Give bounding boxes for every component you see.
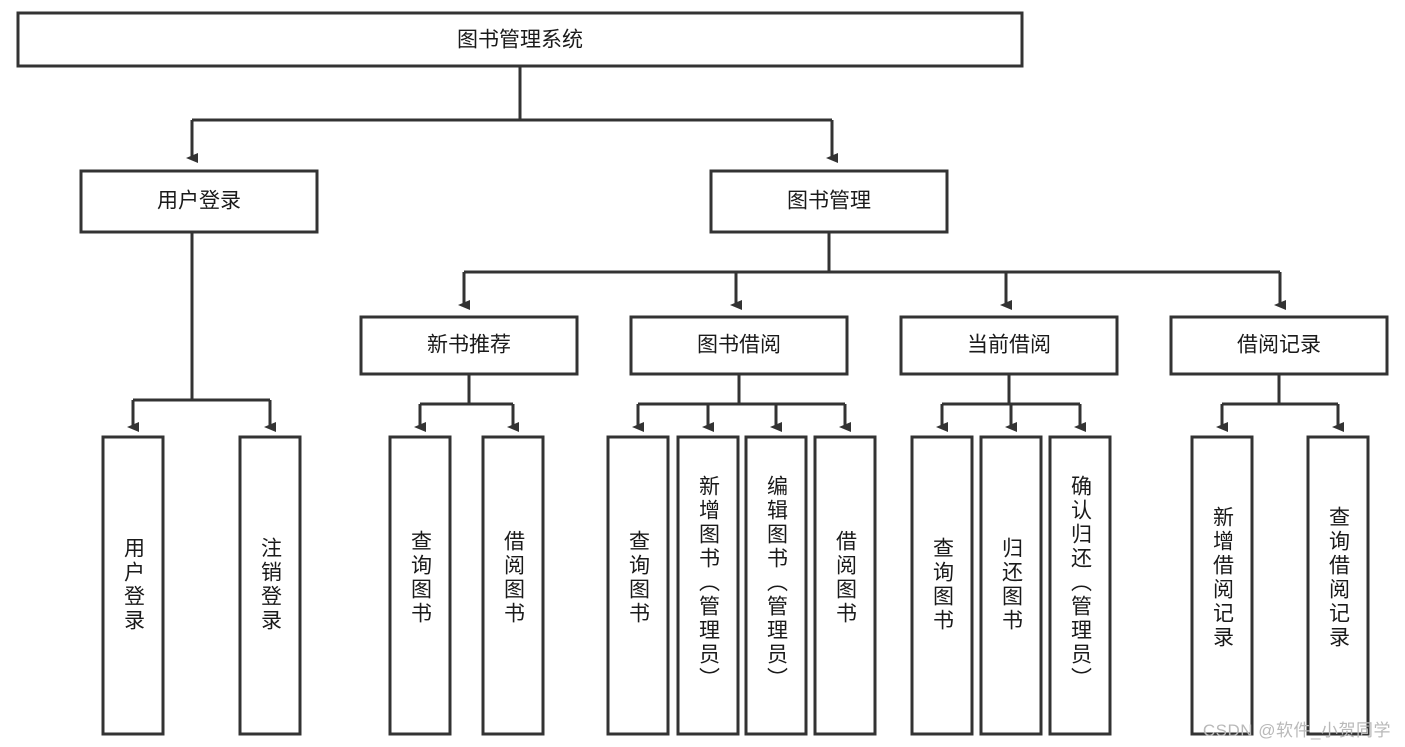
leaf-query-book-3-box [910,435,974,736]
leaf-return-book[interactable]: 归还图书 [979,435,1043,736]
node-borrow-record[interactable]: 借阅记录 [1169,315,1389,376]
node-user-login[interactable]: 用户登录 [79,169,319,234]
node-borrow-record-label: 借阅记录 [1237,334,1321,357]
node-book-manage-box [709,169,949,234]
leaf-logout-login-label: 注销登录 [259,537,283,633]
csdn-watermark: CSDN @软件_小贺同学 [1202,721,1391,740]
leaf-add-book[interactable]: 新增图书（管理员） [676,435,740,736]
edges-current-borrow-to-leaves [936,374,1086,432]
leaf-query-book-3-label: 查询图书 [931,537,955,633]
leaf-add-book-box [676,435,740,736]
leaf-return-book-box [979,435,1043,736]
edges-book-borrow-to-leaves [632,374,851,432]
leaf-user-login-label: 用户登录 [122,537,146,633]
node-book-manage-label: 图书管理 [787,190,871,213]
edges-new-book-recommend-to-leaves [414,374,519,432]
node-user-login-label: 用户登录 [157,190,241,213]
edges-root-to-level1 [186,66,838,163]
leaf-user-login[interactable]: 用户登录 [101,435,165,736]
node-root-label: 图书管理系统 [457,29,583,52]
leaf-query-record[interactable]: 查询借阅记录 [1306,435,1370,736]
leaf-borrow-book-1[interactable]: 借阅图书 [481,435,545,736]
leaf-query-book-2-label: 查询图书 [627,530,651,626]
node-current-borrow[interactable]: 当前借阅 [899,315,1119,376]
leaf-borrow-book-2-box [813,435,877,736]
leaf-user-login-box [101,435,165,736]
leaf-add-book-label: 新增图书（管理员） [697,475,721,691]
node-new-book-recommend[interactable]: 新书推荐 [359,315,579,376]
leaf-edit-book-label: 编辑图书（管理员） [765,475,789,691]
leaf-borrow-book-1-label: 借阅图书 [502,530,526,626]
node-root-box [16,11,1024,68]
node-new-book-recommend-box [359,315,579,376]
leaf-add-record-label: 新增借阅记录 [1211,506,1235,650]
leaf-logout-login-box [238,435,302,736]
leaf-edit-book[interactable]: 编辑图书（管理员） [744,435,808,736]
leaf-query-book-1-box [388,435,452,736]
leaf-add-record-box [1190,435,1254,736]
node-root[interactable]: 图书管理系统 [16,11,1024,68]
leaf-query-book-3[interactable]: 查询图书 [910,435,974,736]
node-book-borrow[interactable]: 图书借阅 [629,315,849,376]
node-user-login-box [79,169,319,234]
edges-borrow-record-to-leaves [1216,374,1344,432]
leaf-edit-book-box [744,435,808,736]
leaf-query-book-1-label: 查询图书 [409,530,433,626]
leaf-borrow-book-2-label: 借阅图书 [834,530,858,626]
leaf-query-record-box [1306,435,1370,736]
node-borrow-record-box [1169,315,1389,376]
leaf-add-record[interactable]: 新增借阅记录 [1190,435,1254,736]
node-book-manage[interactable]: 图书管理 [709,169,949,234]
leaf-logout-login[interactable]: 注销登录 [238,435,302,736]
leaf-borrow-book-2[interactable]: 借阅图书 [813,435,877,736]
node-new-book-recommend-label: 新书推荐 [427,334,511,357]
leaf-query-book-2[interactable]: 查询图书 [606,435,670,736]
leaf-confirm-return-box [1048,435,1112,736]
node-book-borrow-label: 图书借阅 [697,334,781,357]
leaf-return-book-label: 归还图书 [1000,537,1024,633]
leaf-query-book-2-box [606,435,670,736]
leaf-query-book-1[interactable]: 查询图书 [388,435,452,736]
edges-book-manage-to-level2 [458,232,1286,310]
leaf-confirm-return-label: 确认归还（管理员） [1069,475,1093,691]
leaf-borrow-book-1-box [481,435,545,736]
node-current-borrow-label: 当前借阅 [967,334,1051,357]
leaf-confirm-return[interactable]: 确认归还（管理员） [1048,435,1112,736]
node-book-borrow-box [629,315,849,376]
leaf-query-record-label: 查询借阅记录 [1327,506,1351,650]
edges-user-login-to-leaves [127,232,276,432]
node-current-borrow-box [899,315,1119,376]
